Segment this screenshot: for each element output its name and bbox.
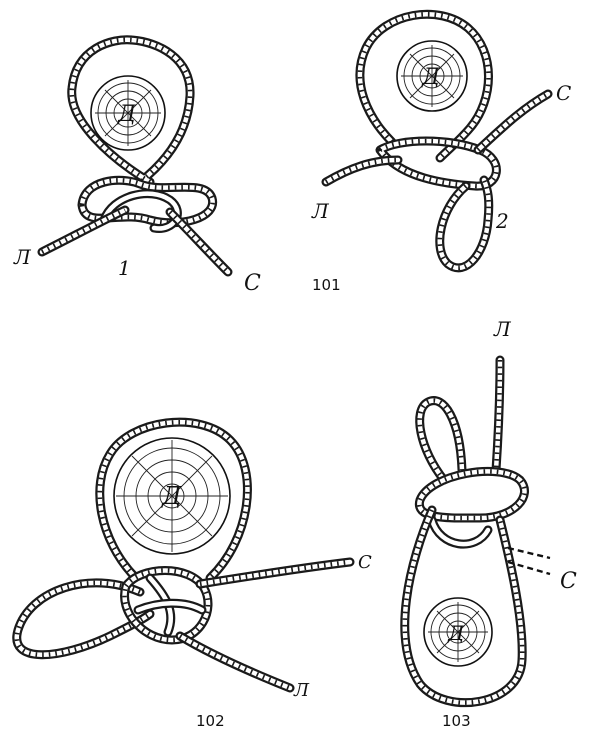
rope-end-right [165, 207, 233, 277]
figure-101-variant-1: Д Л С 1 [13, 35, 261, 296]
rope-end-hidden [507, 546, 551, 576]
end-label-top-right: С [358, 552, 372, 573]
post-label: Д [447, 621, 465, 645]
rope-end-left [37, 205, 130, 257]
rope-knot [77, 175, 218, 233]
rope-bight [12, 578, 155, 660]
rope-loop [95, 417, 252, 583]
figure-102: Д С Л 102 [12, 417, 372, 730]
post-label: Д [421, 65, 441, 90]
post-label: Д [117, 102, 137, 127]
figure-103: Д Л С 103 [400, 317, 577, 730]
rope-knot [120, 566, 213, 645]
end-label-right: С [556, 81, 571, 105]
end-label-right: С [244, 271, 261, 296]
variant-number: 2 [495, 209, 509, 233]
figure-number: 102 [196, 712, 225, 730]
end-label-right: С [560, 569, 577, 594]
end-label-bottom-right: Л [293, 680, 310, 701]
rope-end-left [321, 155, 403, 187]
rope-knot [375, 136, 501, 191]
rope-bight [435, 175, 494, 273]
rope-end-bottom-right [175, 631, 295, 693]
figure-101-variant-2: Д Л С 2 [311, 9, 571, 273]
rope-end-top [491, 355, 505, 475]
rope-loop [400, 505, 527, 708]
post-disc: Д [423, 597, 493, 667]
end-label-left: Л [13, 245, 32, 269]
figure-number: 101 [312, 276, 341, 294]
rope-loop [355, 9, 493, 163]
rope-end-top-right [195, 557, 355, 589]
figure-number: 103 [442, 712, 471, 730]
rope-loop [67, 35, 195, 187]
post-disc: Д [113, 437, 231, 555]
end-label-top: Л [493, 317, 512, 341]
post-disc: Д [396, 40, 468, 112]
variant-number: 1 [118, 256, 131, 280]
post-disc: Д [90, 75, 166, 151]
post-label: Д [161, 482, 182, 510]
rope-upper-bight [415, 396, 467, 485]
end-label-left: Л [311, 199, 330, 223]
rope-knot [414, 466, 529, 549]
rope-end-right [473, 89, 553, 155]
